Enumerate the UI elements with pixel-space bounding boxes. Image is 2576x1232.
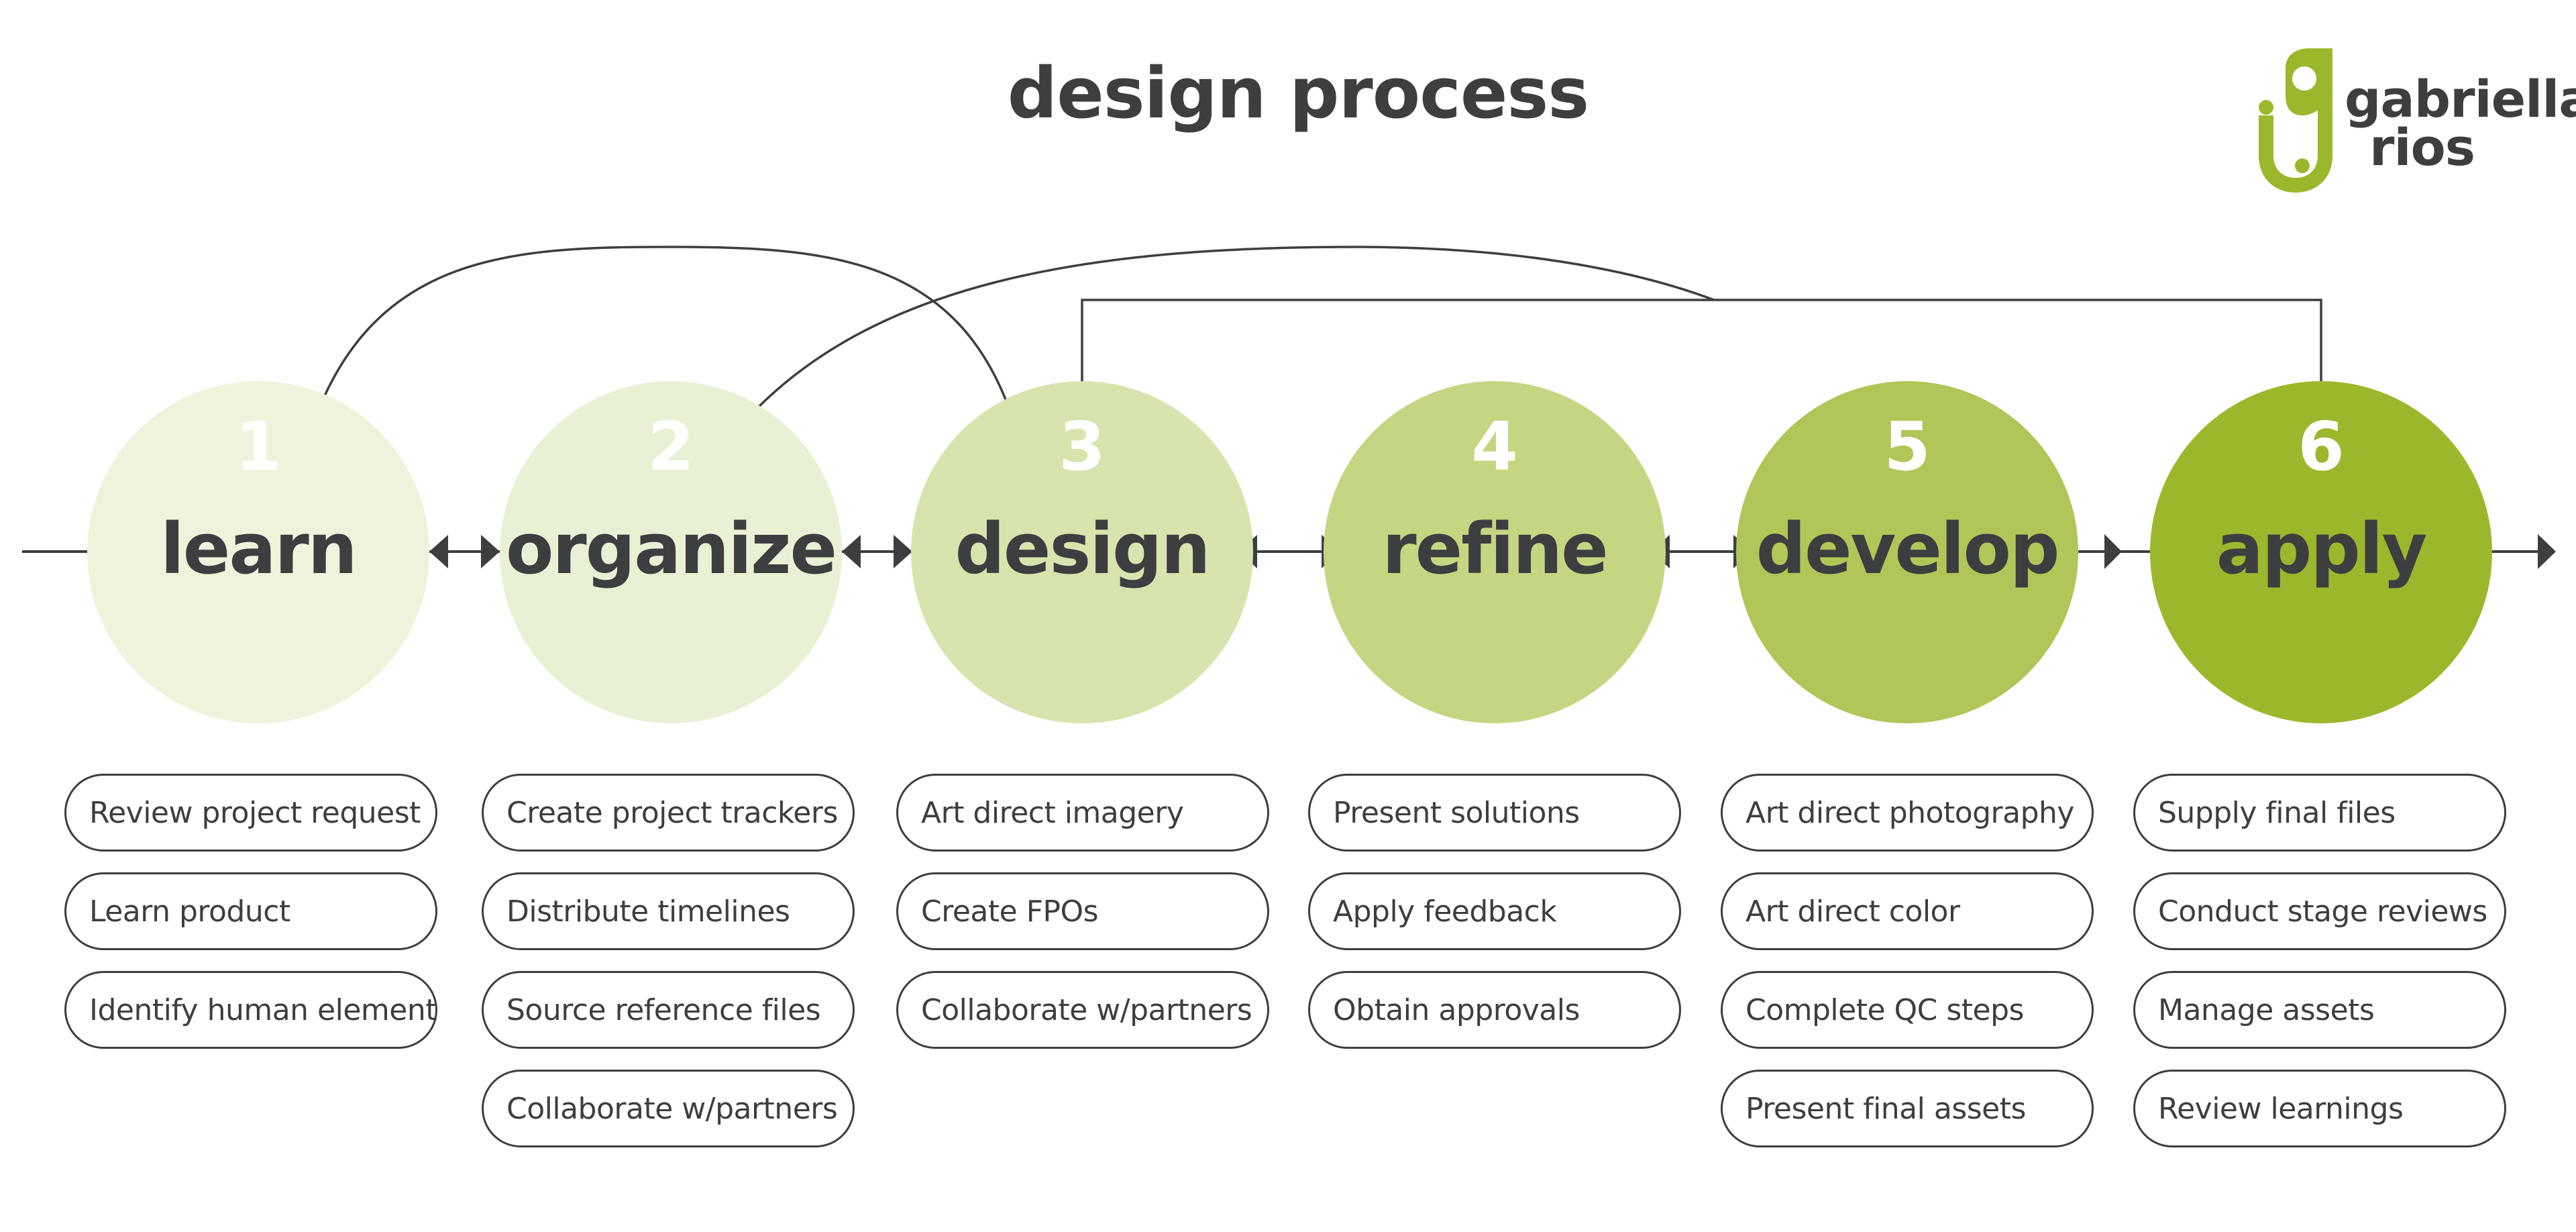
step-label: apply <box>2216 508 2428 590</box>
arrowhead-right-icon <box>894 535 912 568</box>
task-pill[interactable]: Present final assets <box>1721 1070 2094 1147</box>
task-pill[interactable]: Art direct color <box>1721 872 2094 950</box>
logo-name-first: gabriella <box>2345 69 2576 129</box>
task-pill[interactable]: Create project trackers <box>482 774 855 852</box>
step-number: 4 <box>1471 407 1518 486</box>
step-circle-learn[interactable]: 1 learn <box>87 381 429 723</box>
logo-mark-icon <box>2259 48 2332 193</box>
task-pill[interactable]: Collaborate w/partners <box>482 1070 855 1147</box>
arrowhead-left-icon <box>429 535 448 568</box>
arrowhead-right-icon <box>481 535 500 568</box>
task-pill[interactable]: Art direct photography <box>1721 774 2094 852</box>
task-pill[interactable]: Identify human element <box>64 971 437 1049</box>
page-title: design process <box>1007 52 1589 134</box>
task-pill[interactable]: Present solutions <box>1308 774 1681 852</box>
step-number: 6 <box>2298 407 2345 486</box>
step-label: design <box>955 508 1210 590</box>
step-circle-organize[interactable]: 2 organize <box>500 381 842 723</box>
loop-bracket-3-6 <box>1081 299 2322 405</box>
task-pill[interactable]: Learn product <box>64 872 437 950</box>
step-label: refine <box>1382 508 1608 590</box>
task-pill[interactable]: Distribute timelines <box>482 872 855 950</box>
task-pill[interactable]: Obtain approvals <box>1308 971 1681 1049</box>
task-pill[interactable]: Review learnings <box>2133 1070 2506 1147</box>
step-circle-apply[interactable]: 6 apply <box>2150 381 2492 723</box>
step-label: learn <box>160 508 358 590</box>
step-circle-refine[interactable]: 4 refine <box>1324 381 1666 723</box>
step-label: develop <box>1756 508 2060 590</box>
task-pill[interactable]: Complete QC steps <box>1721 971 2094 1049</box>
task-pill[interactable]: Conduct stage reviews <box>2133 872 2506 950</box>
link-1-2 <box>429 535 500 568</box>
task-pill[interactable]: Art direct imagery <box>896 774 1269 852</box>
arrowhead-left-icon <box>842 535 861 568</box>
step-circle-develop[interactable]: 5 develop <box>1736 381 2078 723</box>
task-pill[interactable]: Apply feedback <box>1308 872 1681 950</box>
task-pill[interactable]: Create FPOs <box>896 872 1269 950</box>
flow-lead-out <box>2490 534 2556 569</box>
task-pill[interactable]: Supply final files <box>2133 774 2506 852</box>
brand-logo: gabriella rios <box>2259 48 2576 193</box>
task-pill[interactable]: Manage assets <box>2133 971 2506 1049</box>
step-number: 1 <box>235 407 282 486</box>
step-circle-design[interactable]: 3 design <box>911 381 1253 723</box>
link-2-3 <box>842 535 912 568</box>
arrowhead-right-icon <box>2538 534 2556 569</box>
task-pill[interactable]: Source reference files <box>482 971 855 1049</box>
step-number: 5 <box>1884 407 1931 486</box>
step-number: 3 <box>1059 407 1106 486</box>
arrowhead-right-icon <box>2104 534 2122 569</box>
task-pill[interactable]: Collaborate w/partners <box>896 971 1269 1049</box>
step-label: organize <box>505 508 837 590</box>
step-number: 2 <box>647 407 694 486</box>
task-pill[interactable]: Review project request <box>64 774 437 852</box>
logo-name-last: rios <box>2369 117 2475 177</box>
link-5-6 <box>2077 534 2150 569</box>
